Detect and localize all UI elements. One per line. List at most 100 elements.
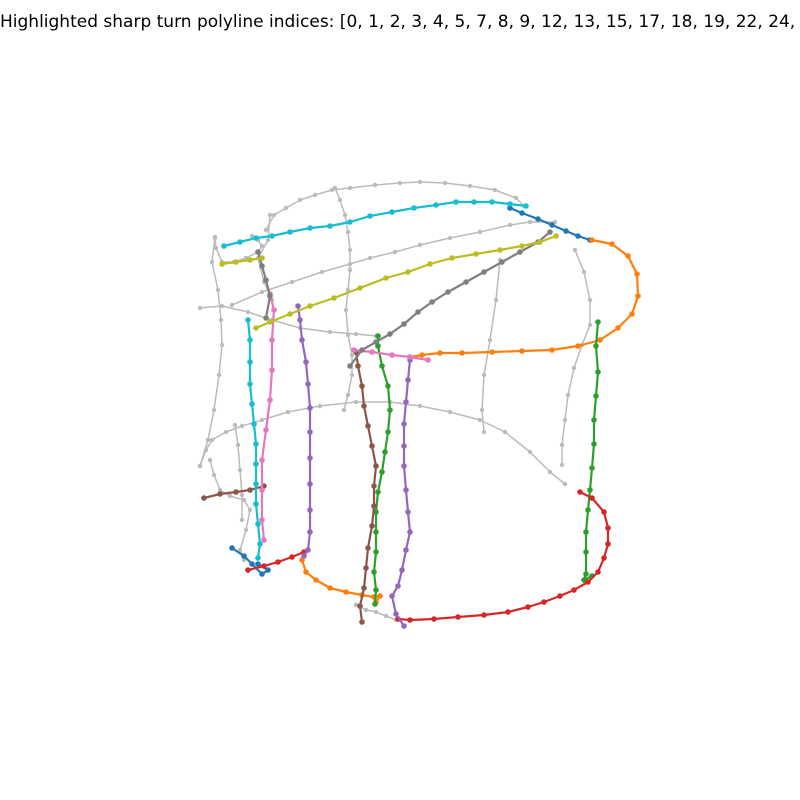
highlighted-polyline-18-point (307, 225, 313, 231)
highlighted-polyline-5-point (591, 441, 597, 447)
highlighted-polyline-7-point (571, 587, 577, 593)
background-polyline-2-line (199, 305, 377, 337)
highlighted-polyline-15-line (256, 250, 272, 320)
background-polyline-5-point (372, 182, 378, 188)
background-polyline-3-point (319, 269, 325, 275)
highlighted-polyline-4-point (375, 333, 381, 339)
highlighted-polyline-7-point (601, 509, 607, 515)
background-polyline-11-point (249, 233, 255, 239)
background-polyline-9-point (211, 472, 217, 478)
highlighted-polyline-7-point (525, 604, 531, 610)
background-polyline-1-point (285, 409, 291, 415)
highlighted-polyline-4-point (385, 429, 391, 435)
background-polylines (197, 179, 593, 623)
highlighted-polyline-9-point (401, 623, 407, 629)
background-polyline-1-point (209, 437, 215, 443)
highlighted-polyline-15-point (263, 315, 269, 321)
background-polyline-12-point (383, 613, 389, 619)
highlighted-polyline-15 (255, 249, 273, 321)
background-polyline-8-point (572, 247, 578, 253)
highlighted-polyline-16-point (267, 319, 273, 325)
highlighted-polyline-19-point (247, 337, 253, 343)
background-polyline-0-point (205, 437, 211, 443)
highlighted-polyline-18-point (389, 209, 395, 215)
background-polyline-2-point (219, 303, 225, 309)
background-polyline-6-point (347, 247, 353, 253)
highlighted-polyline-11-point (201, 495, 207, 501)
highlighted-polyline-14-point (401, 321, 407, 327)
highlighted-polyline-5-point (591, 417, 597, 423)
highlighted-polyline-12-point (269, 337, 275, 343)
background-polyline-3-point (447, 235, 453, 241)
highlighted-polyline-9-point (399, 567, 405, 573)
highlighted-polyline-17-line (220, 256, 264, 266)
highlighted-polyline-5-line (582, 320, 600, 582)
highlighted-polyline-16-point (497, 247, 503, 253)
highlighted-polyline-18-point (471, 199, 477, 205)
background-polyline-2-point (327, 329, 333, 335)
highlighted-polyline-12-point (267, 397, 273, 403)
highlighted-polyline-0-point (259, 571, 265, 577)
background-polyline-12-point (363, 607, 369, 613)
highlighted-polyline-18-point (411, 205, 417, 211)
highlighted-polyline-7-point (455, 614, 461, 620)
background-polyline-11-point (212, 235, 218, 241)
background-polyline-3-point (527, 219, 533, 225)
highlighted-polyline-16-point (537, 239, 543, 245)
background-polyline-5-line (265, 181, 525, 231)
highlighted-polyline-15-point (263, 277, 269, 283)
highlighted-polyline-4-point (385, 383, 391, 389)
highlighted-polyline-1-point (563, 228, 569, 234)
highlighted-polyline-18-point (523, 203, 529, 209)
highlighted-polyline-19-point (253, 481, 259, 487)
highlighted-polyline-14-point (373, 339, 379, 345)
highlighted-polyline-1-point (535, 216, 541, 222)
background-polyline-1-point (197, 463, 203, 469)
background-polyline-10-point (232, 422, 238, 428)
highlighted-polyline-0-point (241, 553, 247, 559)
background-polyline-1-point (203, 447, 209, 453)
highlighted-polyline-7-point (601, 555, 607, 561)
background-polyline-6-point (347, 267, 353, 273)
highlighted-polyline-4 (371, 333, 393, 607)
background-polyline-3 (229, 219, 558, 308)
highlighted-polyline-9-point (405, 377, 411, 383)
highlighted-polyline-4-point (379, 363, 385, 369)
highlighted-polyline-18-point (269, 233, 275, 239)
background-polyline-10-point (239, 492, 245, 498)
background-polyline-6-point (345, 332, 351, 338)
background-polyline-2 (197, 303, 379, 339)
background-polyline-2-point (353, 331, 359, 337)
highlighted-polyline-9-point (401, 443, 407, 449)
highlighted-polyline-4-point (382, 449, 388, 455)
highlighted-polyline-8-point (303, 359, 309, 365)
background-polyline-5-point (492, 187, 498, 193)
highlighted-polyline-14 (347, 229, 553, 369)
background-polyline-11-point (259, 243, 265, 249)
highlighted-polyline-8-point (307, 405, 313, 411)
background-polyline-8-point (571, 365, 577, 371)
highlighted-polyline-6 (245, 549, 307, 573)
background-polyline-5-point (467, 183, 473, 189)
background-polyline-9-point (247, 507, 253, 513)
highlighted-polyline-10-point (371, 503, 377, 509)
highlighted-polyline-5-point (583, 571, 589, 577)
background-polyline-8-point (587, 297, 593, 303)
highlighted-polyline-14-point (347, 363, 353, 369)
highlighted-polyline-10-point (359, 619, 365, 625)
highlighted-polyline-10-point (369, 523, 375, 529)
highlighted-polyline-5-point (583, 549, 589, 555)
highlighted-polyline-7-point (595, 569, 601, 575)
highlighted-polyline-12-point (269, 367, 275, 373)
highlighted-polyline-8-point (297, 317, 303, 323)
highlighted-polyline-9-point (403, 487, 409, 493)
highlighted-polyline-3-point (327, 585, 333, 591)
background-polyline-3-point (477, 229, 483, 235)
highlighted-polyline-10-point (365, 423, 371, 429)
highlighted-polyline-19-point (253, 461, 259, 467)
highlighted-polyline-9-point (403, 399, 409, 405)
highlighted-polyline-11 (201, 483, 267, 501)
background-polyline-3-point (289, 279, 295, 285)
background-polyline-4-point (267, 212, 273, 218)
highlighted-polyline-2-line (408, 238, 640, 359)
